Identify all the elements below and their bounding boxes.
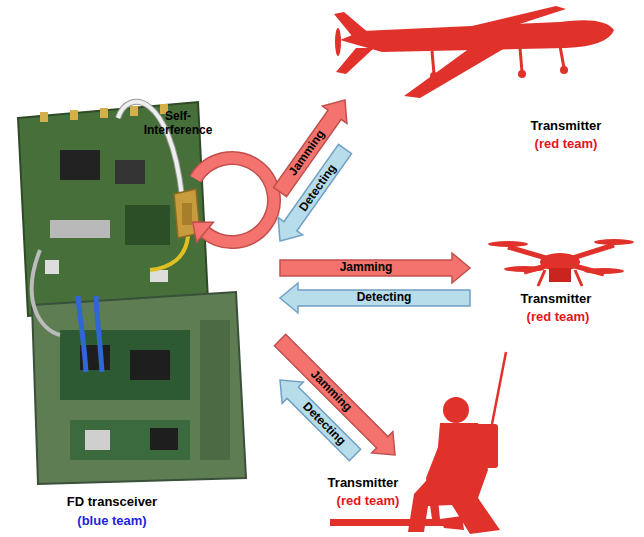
connector — [40, 112, 48, 122]
rotor — [504, 266, 544, 272]
wing — [404, 48, 505, 98]
connector-strip — [50, 220, 110, 238]
transmitter-node: Transmitter (red team) — [470, 228, 638, 329]
block-arrow — [280, 283, 470, 313]
transceiver-node: FD transceiver (blue team) — [5, 95, 280, 534]
wheel — [560, 66, 568, 74]
uav-silhouette — [334, 6, 614, 98]
component — [150, 270, 168, 282]
arrow-label: Jamming — [340, 261, 393, 274]
rotor — [584, 268, 624, 274]
team-label: (blue team) — [77, 513, 146, 529]
block-arrow — [280, 380, 361, 461]
arrow-label: Detecting — [357, 291, 412, 304]
radio-antenna — [492, 352, 506, 424]
connector — [130, 106, 138, 116]
helmet — [443, 397, 469, 423]
daughter-board — [60, 330, 190, 400]
node-title: Transmitter — [328, 475, 399, 491]
wing — [430, 6, 566, 40]
connector — [100, 108, 108, 118]
self-interference-ring — [193, 158, 274, 242]
chip — [60, 150, 100, 180]
rifle — [330, 519, 450, 526]
daughter-board — [70, 420, 190, 460]
rotor — [594, 239, 634, 245]
rotor — [488, 241, 528, 247]
propeller — [335, 28, 341, 56]
quadcopter-silhouette — [488, 239, 634, 286]
edge-connector — [200, 320, 230, 460]
chip — [115, 160, 145, 184]
node-title: Transmitter — [531, 118, 602, 134]
legs — [538, 270, 582, 286]
wheel — [518, 70, 526, 78]
antenna-patch — [182, 203, 192, 225]
ring-arrowhead — [193, 222, 214, 242]
tail — [336, 48, 374, 74]
component — [85, 430, 110, 450]
arm — [426, 432, 454, 519]
team-label: (red team) — [535, 136, 598, 152]
landing-gear — [432, 46, 564, 74]
block-arrow — [280, 253, 470, 283]
block-arrow — [278, 144, 351, 241]
transmitter-node: Transmitter (red team) — [345, 5, 638, 156]
cable — [78, 296, 86, 372]
cable — [32, 250, 60, 335]
body — [408, 423, 500, 534]
lower-board — [32, 292, 246, 484]
chip — [125, 205, 170, 245]
payload — [549, 268, 571, 282]
node-title: FD transceiver — [67, 494, 157, 510]
chip — [150, 428, 178, 450]
rifle-stock — [440, 516, 464, 530]
team-label: (red team) — [527, 309, 590, 325]
transmitter-node: Transmitter (red team) — [312, 455, 510, 534]
wheel — [430, 72, 438, 80]
cable — [96, 296, 102, 372]
soldier-silhouette — [330, 352, 506, 534]
node-title: Transmitter — [521, 291, 592, 307]
team-label: (red team) — [337, 493, 400, 509]
cable — [150, 236, 188, 270]
connector — [70, 110, 78, 120]
component — [45, 260, 59, 274]
annotation-label: Self-Interference — [138, 110, 218, 138]
chip — [130, 350, 170, 380]
